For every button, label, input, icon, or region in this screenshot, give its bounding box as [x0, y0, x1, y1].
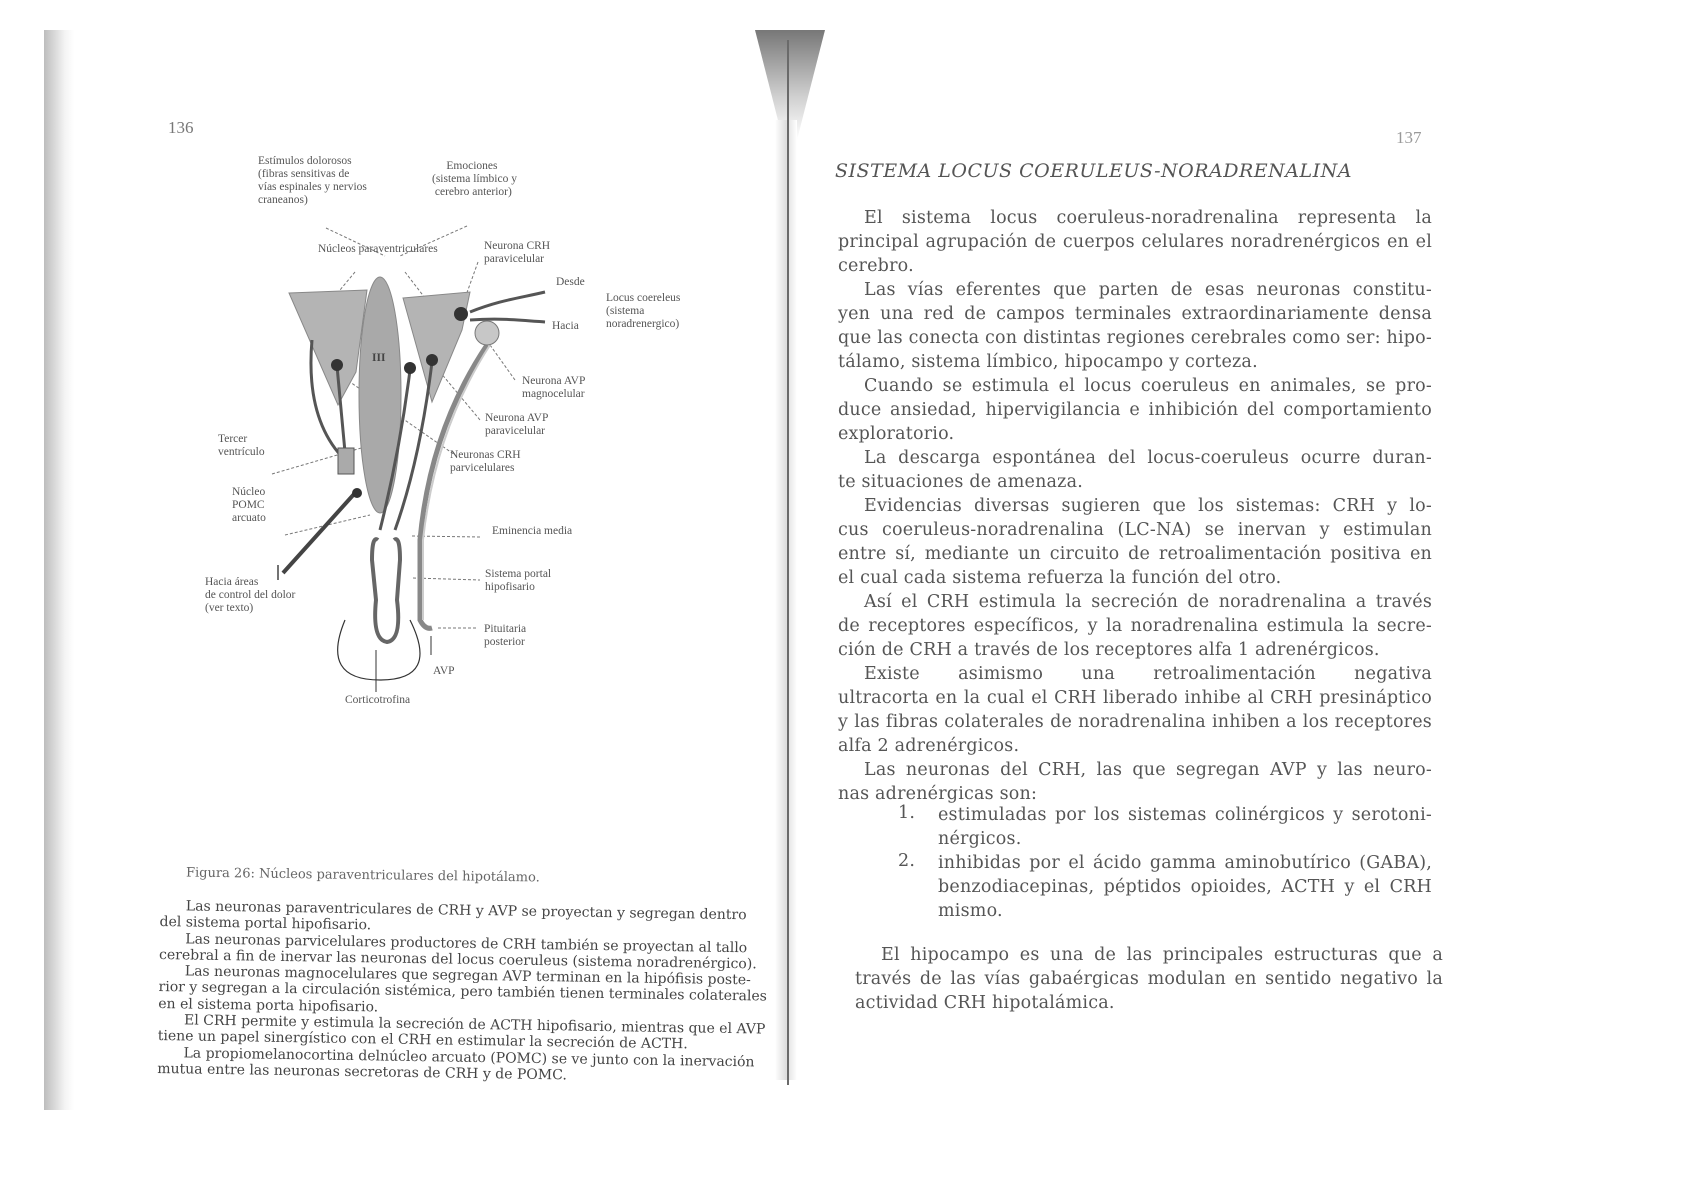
label-hacia-areas: Hacia áreas de control del dolor (ver te… — [205, 576, 296, 614]
list-body: inhibidas por el ácido gamma aminobutíri… — [938, 851, 1432, 923]
hypothalamus-diagram — [271, 225, 546, 692]
arrow-to-pain-control — [281, 491, 357, 575]
text-line: tálamo, sistema límbico, hipocampo y cor… — [838, 352, 1258, 372]
right-page-body: El sistema locus coeruleus-noradrenalina… — [838, 206, 1432, 806]
list-number: 2. — [898, 851, 916, 871]
text-line: benzodiacepinas, péptidos opioides, ACTH… — [938, 877, 1432, 897]
label-avp: AVP — [433, 665, 455, 677]
label-corticotrofina: Corticotrofina — [345, 694, 411, 706]
label-hacia: Hacia — [552, 320, 579, 332]
gutter-shade — [775, 120, 797, 1080]
label-pituitaria-posterior: Pituitaria posterior — [484, 623, 527, 648]
neuron-body — [331, 359, 343, 371]
ventricle-mark: III — [372, 352, 386, 364]
text-line: La descarga espontánea del locus-coerule… — [864, 448, 1432, 468]
left-page-body: Las neuronas paraventriculares de CRH y … — [157, 898, 767, 1086]
pomc-nucleus — [337, 447, 355, 475]
figure-caption: Figura 26: Núcleos paraventriculares del… — [185, 865, 540, 886]
text-line: y las fibras colaterales de noradrenalin… — [838, 712, 1432, 732]
list-number: 1. — [898, 803, 916, 823]
text-line: entre sí, mediante un circuito de retroa… — [838, 544, 1432, 564]
section-title: SISTEMA LOCUS COERULEUS-NORADRENALINA — [835, 160, 1352, 182]
text-line: te situaciones de amenaza. — [838, 472, 1083, 492]
final-paragraph: El hipocampo es una de las principales e… — [855, 943, 1443, 1015]
text-line: yen una red de campos terminales extraor… — [838, 304, 1432, 324]
portal-loop — [369, 537, 403, 645]
list-body: estimuladas por los sistemas colinérgico… — [938, 803, 1432, 851]
text-line: nérgicos. — [938, 829, 1022, 849]
text-line: alfa 2 adrenérgicos. — [838, 736, 1020, 756]
text-line: cerebro. — [838, 256, 914, 276]
text-line: exploratorio. — [838, 424, 955, 444]
text-line: Así el CRH estimula la secreción de nora… — [864, 592, 1432, 612]
label-eminencia-media: Eminencia media — [492, 525, 573, 537]
text-line: principal agrupación de cuerpos celulare… — [838, 232, 1432, 252]
text-line: El hipocampo es una de las principales e… — [881, 945, 1443, 965]
label-sistema-portal: Sistema portal hipofisario — [485, 568, 552, 593]
text-line: estimuladas por los sistemas colinérgico… — [938, 805, 1432, 825]
label-nucleos-paraventriculares: Núcleos paraventriculares — [318, 243, 438, 255]
page-number-left: 136 — [168, 118, 194, 137]
numbered-list: 1. estimuladas por los sistemas colinérgi… — [838, 803, 1432, 923]
label-neuronas-crh-parvicelulares: Neuronas CRH parvicelulares — [450, 449, 521, 474]
text-line: nas adrenérgicas son: — [838, 784, 1038, 804]
list-item: 2. inhibidas por el ácido gamma aminobutí… — [838, 851, 1432, 923]
book-spine-line — [787, 40, 789, 1085]
text-line: cus coeruleus-noradrenalina (LC-NA) se i… — [838, 520, 1432, 540]
text-line: de receptores específicos, y la noradren… — [838, 616, 1432, 636]
label-estimulos: Estímulos dolorosos (fibras sensitivas d… — [258, 155, 367, 206]
label-tercer-ventriculo: Tercer ventrículo — [218, 433, 265, 458]
text-line: Las neuronas del CRH, las que segregan A… — [864, 760, 1432, 780]
fiber — [309, 339, 347, 462]
third-ventricle — [358, 276, 402, 514]
text-line: El sistema locus coeruleus-noradrenalina… — [864, 208, 1432, 228]
text-line: través de las vías gabaérgicas modulan e… — [855, 969, 1443, 989]
anterior-pituitary — [337, 619, 421, 681]
left-paraventricular-nucleus — [288, 289, 368, 407]
right-paraventricular-nucleus — [402, 291, 471, 404]
page-number-right: 137 — [1396, 128, 1422, 147]
label-neurona-avp-paravicelular: Neurona AVP paravicelular — [485, 412, 549, 437]
list-item: 1. estimuladas por los sistemas colinérgi… — [838, 803, 1432, 851]
scan-left-edge-shadow — [44, 30, 74, 1110]
text-line: mismo. — [938, 901, 1003, 921]
text-line: Existe asimismo una retroalimentación ne… — [864, 664, 1432, 684]
label-neurona-crh-paravicelular: Neurona CRH paravicelular — [484, 240, 551, 265]
label-desde: Desde — [556, 276, 585, 288]
label-neurona-avp-magnocelular: Neurona AVP magnocelular — [522, 375, 586, 400]
text-line: actividad CRH hipotalámica. — [855, 993, 1115, 1013]
text-line: inhibidas por el ácido gamma aminobutíri… — [938, 853, 1432, 873]
text-line: Evidencias diversas sugieren que los sis… — [864, 496, 1432, 516]
text-line: que las conecta con distintas regiones c… — [838, 328, 1432, 348]
label-emociones: Emociones (sistema límbico y cerebro ant… — [432, 160, 517, 198]
magnocellular-axon — [417, 343, 490, 631]
text-line: el cual cada sistema refuerza la función… — [838, 568, 1282, 588]
text-line: Cuando se estimula el locus coeruleus en… — [864, 376, 1432, 396]
text-line: ción de CRH a través de los receptores a… — [838, 640, 1380, 660]
label-nucleo-pomc: Núcleo POMC arcuato — [232, 486, 266, 524]
avp-magnocellular-neuron — [474, 320, 500, 346]
text-line: duce ansiedad, hipervigilancia e inhibic… — [838, 400, 1432, 420]
leader-line — [325, 227, 386, 257]
text-line: Las vías eferentes que parten de esas ne… — [864, 280, 1432, 300]
label-locus-coereleus: Locus coereleus (sistema noradrenergico) — [606, 292, 681, 330]
text-line: ultracorta en la cual el CRH liberado in… — [838, 688, 1432, 708]
